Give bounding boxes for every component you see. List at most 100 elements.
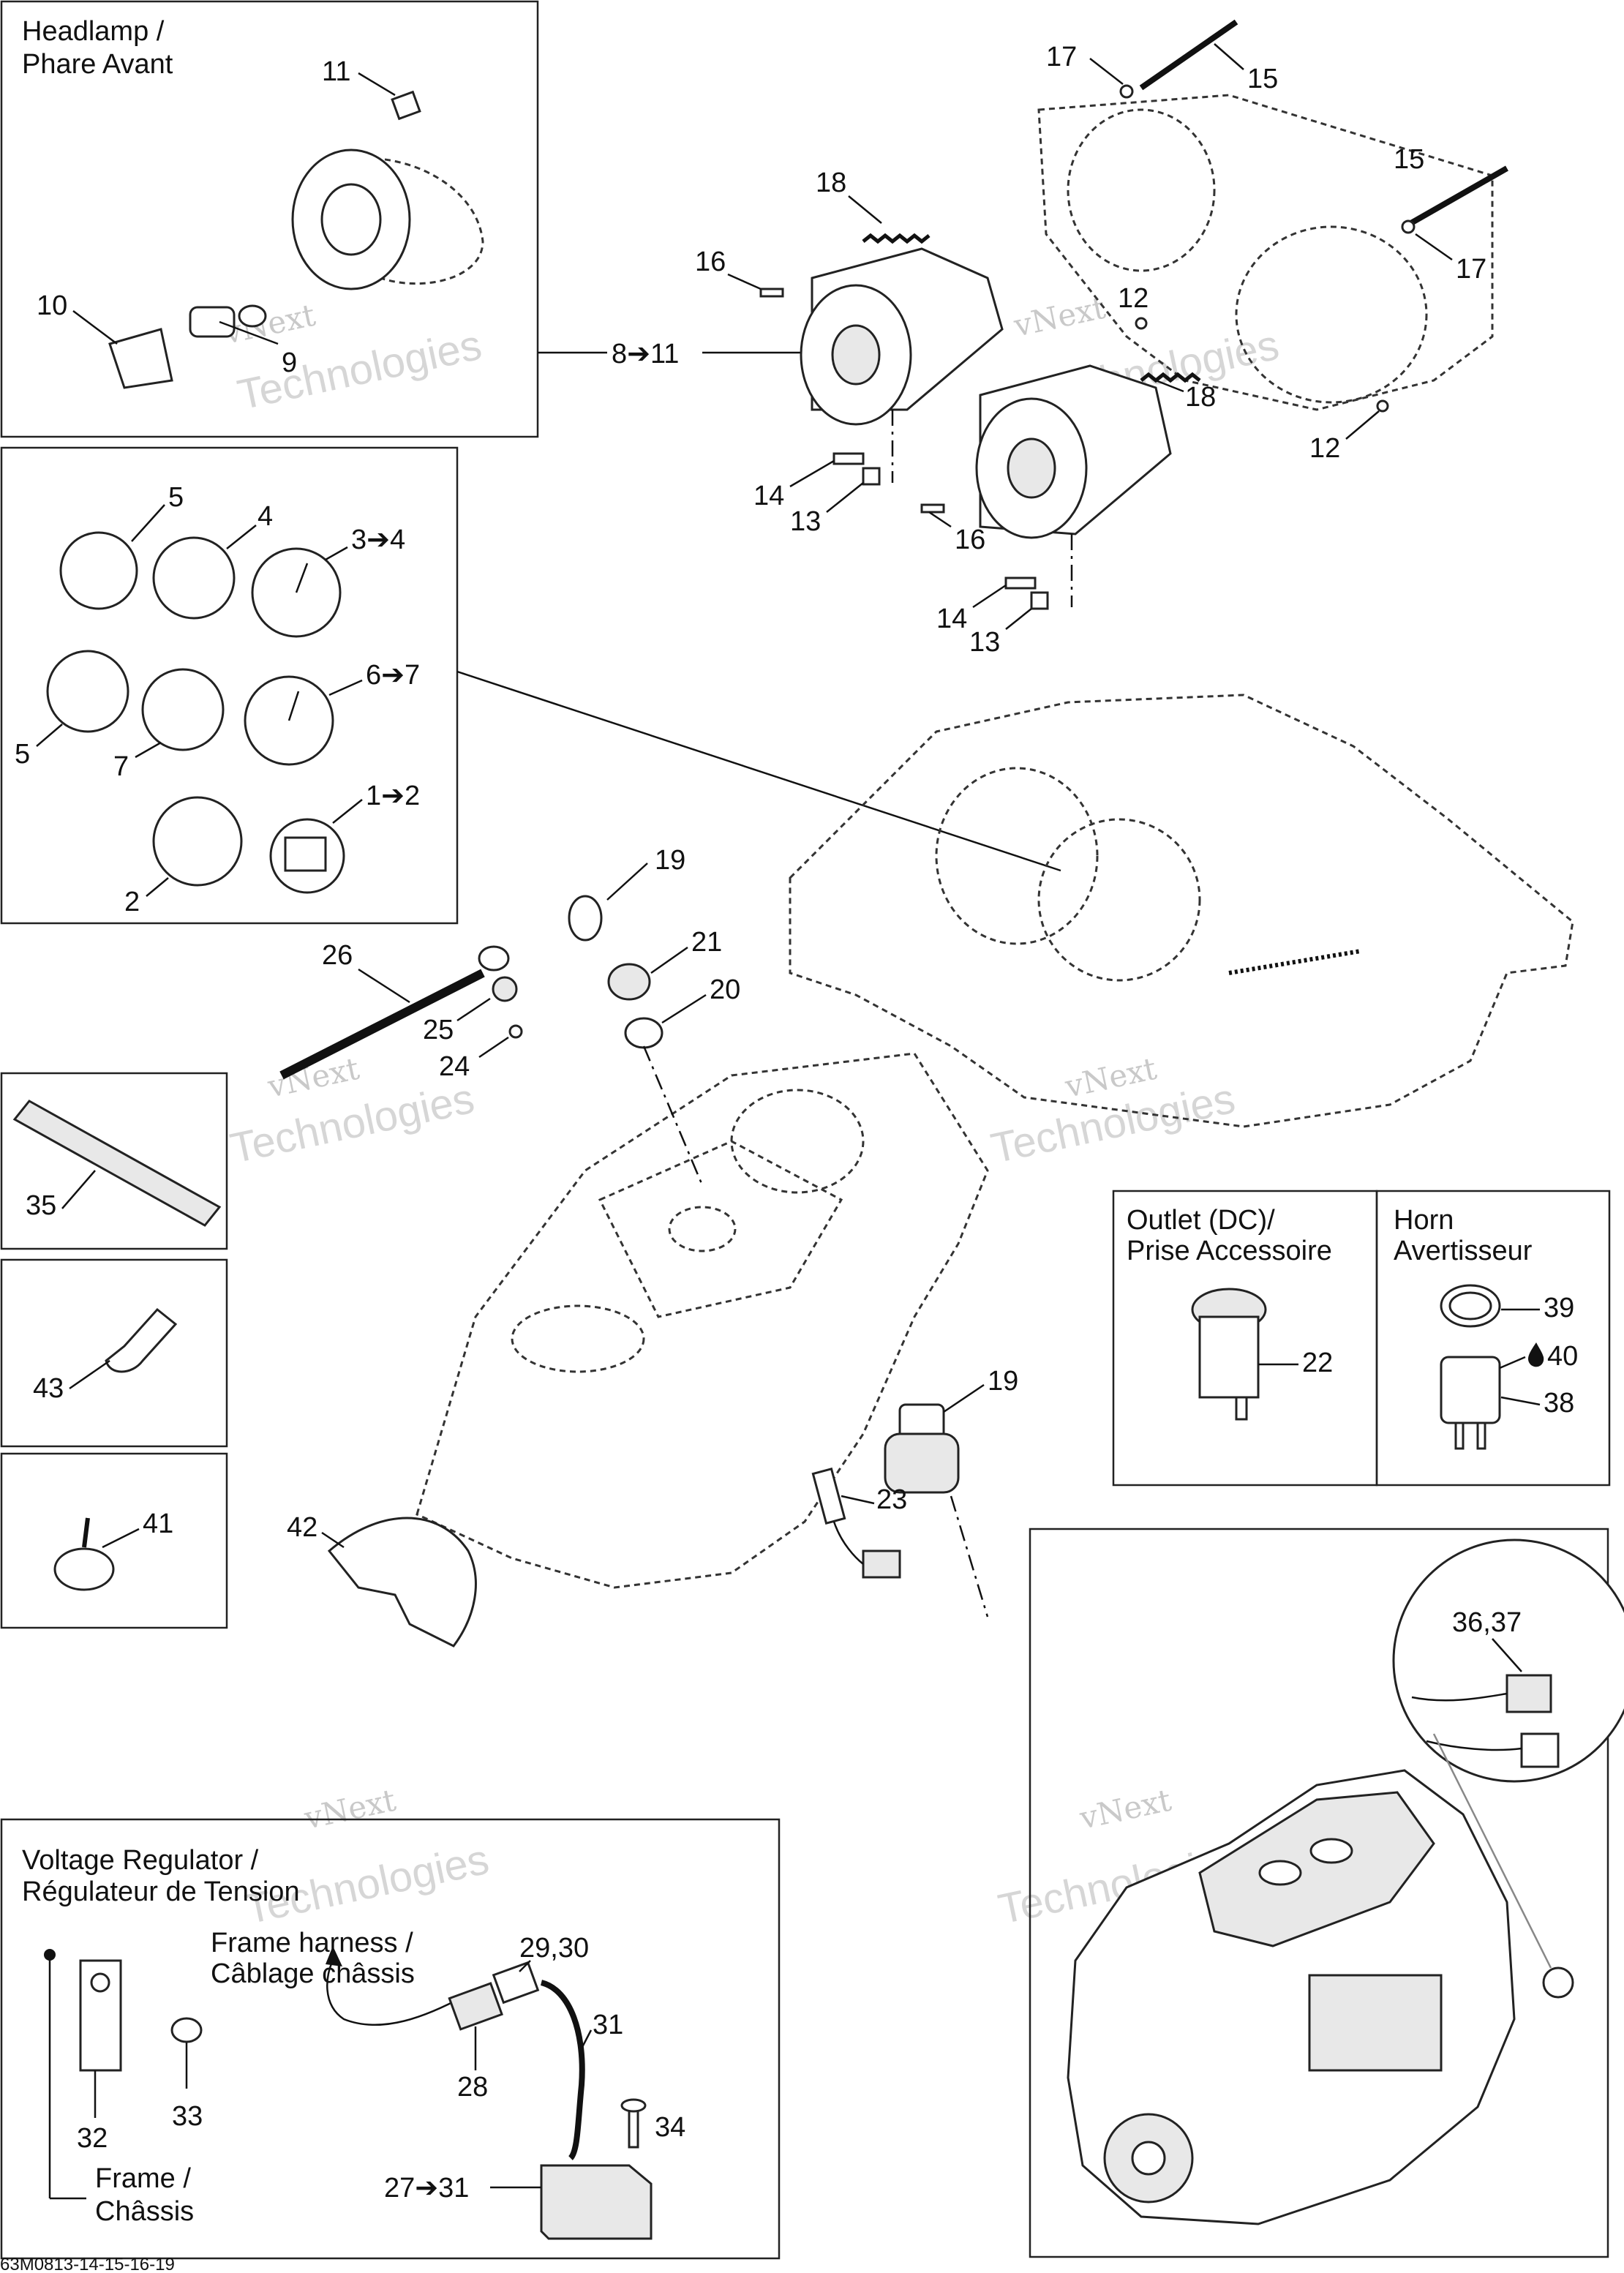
cap-part-21 [607, 963, 651, 1001]
callout-35: 35 [26, 1190, 56, 1221]
gauges-box: 5 4 3➔4 6➔7 5 7 1➔2 2 [0, 446, 459, 925]
connector-part-11 [391, 90, 421, 121]
headlamp-title-en: Headlamp / [22, 16, 165, 47]
screw-part-34 [628, 2105, 639, 2149]
headlamp-socket-left [831, 324, 881, 386]
frame-harness-label-en: Frame harness / [211, 1928, 413, 1958]
leader-line [943, 1383, 985, 1413]
horn-terminal [1476, 1421, 1486, 1450]
screw-part-14 [1004, 576, 1037, 590]
callout-19: 19 [988, 1366, 1018, 1397]
box-frame [0, 1452, 228, 1629]
connector-wires [1411, 1692, 1522, 1751]
callout-42: 42 [287, 1512, 317, 1543]
callout-18: 18 [1185, 382, 1216, 413]
leader-line [131, 504, 165, 542]
headlamp-housing-outline [314, 157, 484, 285]
leader-line [102, 1528, 140, 1549]
tie-strap-part-41 [53, 1547, 115, 1591]
sensor-part-23 [811, 1467, 846, 1525]
engine-intake [1308, 1974, 1443, 2072]
screw-part-15 [1139, 19, 1238, 91]
headlamp-bezel-outline [1037, 94, 1494, 411]
callout-14: 14 [753, 481, 784, 511]
gauge-needle [295, 563, 309, 593]
switch-parts: 19 23 [811, 1366, 1018, 1618]
engine-box-frame [1029, 1528, 1609, 2258]
callout-32: 32 [77, 2123, 108, 2154]
voltage-regulator-part-27 [540, 2164, 653, 2240]
nut-part-13 [862, 467, 881, 486]
callout-12: 12 [1118, 283, 1149, 314]
ignition-parts: 19 21 20 26 25 24 [279, 845, 740, 1186]
sensor-wire [832, 1521, 864, 1565]
horn-part-38 [1440, 1356, 1501, 1424]
callout-5: 5 [168, 482, 184, 513]
dashboard-hood [789, 694, 1574, 1128]
callout-25: 25 [423, 1015, 454, 1045]
leader-line [226, 525, 257, 549]
callout-38: 38 [1544, 1388, 1574, 1419]
callout-22: 22 [1302, 1348, 1333, 1378]
engine-cover [1198, 1791, 1435, 1947]
callout-14: 14 [936, 604, 967, 634]
leader-line [519, 1960, 531, 1972]
callout-26: 26 [322, 940, 353, 971]
callout-17: 17 [1046, 42, 1077, 72]
tether-clip [478, 945, 510, 972]
screw-head [620, 2098, 647, 2113]
horn-terminal [1454, 1421, 1465, 1450]
callout-6-to-7: 6➔7 [366, 660, 420, 691]
grommet-part-20 [624, 1017, 663, 1049]
leader-line [146, 877, 169, 897]
leader-line [727, 273, 762, 290]
console-opening [668, 1206, 737, 1252]
leader-line [848, 195, 882, 224]
bezel-opening-left [1067, 108, 1216, 272]
callout-23: 23 [876, 1484, 907, 1515]
leader-line [72, 310, 118, 345]
voltage-regulator-title-en: Voltage Regulator / [22, 1845, 259, 1876]
box-frame [0, 1258, 228, 1448]
callout-31: 31 [593, 2010, 623, 2040]
outlet-part-22 [1198, 1315, 1260, 1399]
console-opening [730, 1089, 865, 1194]
callout-17: 17 [1456, 254, 1486, 285]
bracket-hole [90, 1972, 110, 1993]
spring-part-18 [862, 233, 931, 244]
callout-43: 43 [33, 1373, 64, 1404]
sensor-connector [862, 1549, 901, 1579]
deflector-part-42: 42 [287, 1512, 477, 1648]
tether-part-26 [279, 969, 485, 1080]
screw-part-15 [1403, 165, 1508, 230]
leader-line [1005, 608, 1032, 630]
hood-outline [789, 694, 1574, 1128]
harness-curve [326, 1960, 476, 2026]
gauge-opening [1037, 818, 1201, 982]
callout-39: 39 [1544, 1293, 1574, 1323]
boot-part-25 [492, 976, 518, 1002]
callout-18: 18 [816, 168, 846, 198]
engine-box: 36,37 [1029, 1528, 1624, 2258]
callout-34: 34 [655, 2112, 685, 2143]
callout-9: 9 [282, 347, 297, 378]
bezel-opening-right [1235, 225, 1428, 404]
gauge-needle [287, 691, 300, 721]
leader-line [1089, 58, 1124, 85]
callout-11: 11 [322, 56, 350, 87]
leader-line [332, 799, 363, 824]
frame-harness-label-fr: Câblage châssis [211, 1958, 415, 1989]
leader-line [478, 1036, 509, 1059]
console-outline [416, 1052, 989, 1589]
screw-part-14 [832, 452, 865, 465]
box-part-41: 41 [0, 1452, 228, 1629]
console [416, 1052, 989, 1589]
leader-line [325, 546, 348, 561]
spark-plug-well [1309, 1838, 1353, 1864]
headlamp-assembly: 17 15 15 17 18 16 12 18 12 14 13 16 14 1… [695, 19, 1508, 658]
leader-line [135, 741, 162, 759]
hood-vent [1228, 949, 1361, 975]
conduit-part-35 [12, 1100, 222, 1227]
box-part-43: 43 [0, 1258, 228, 1448]
washer-part-17 [1119, 84, 1134, 99]
